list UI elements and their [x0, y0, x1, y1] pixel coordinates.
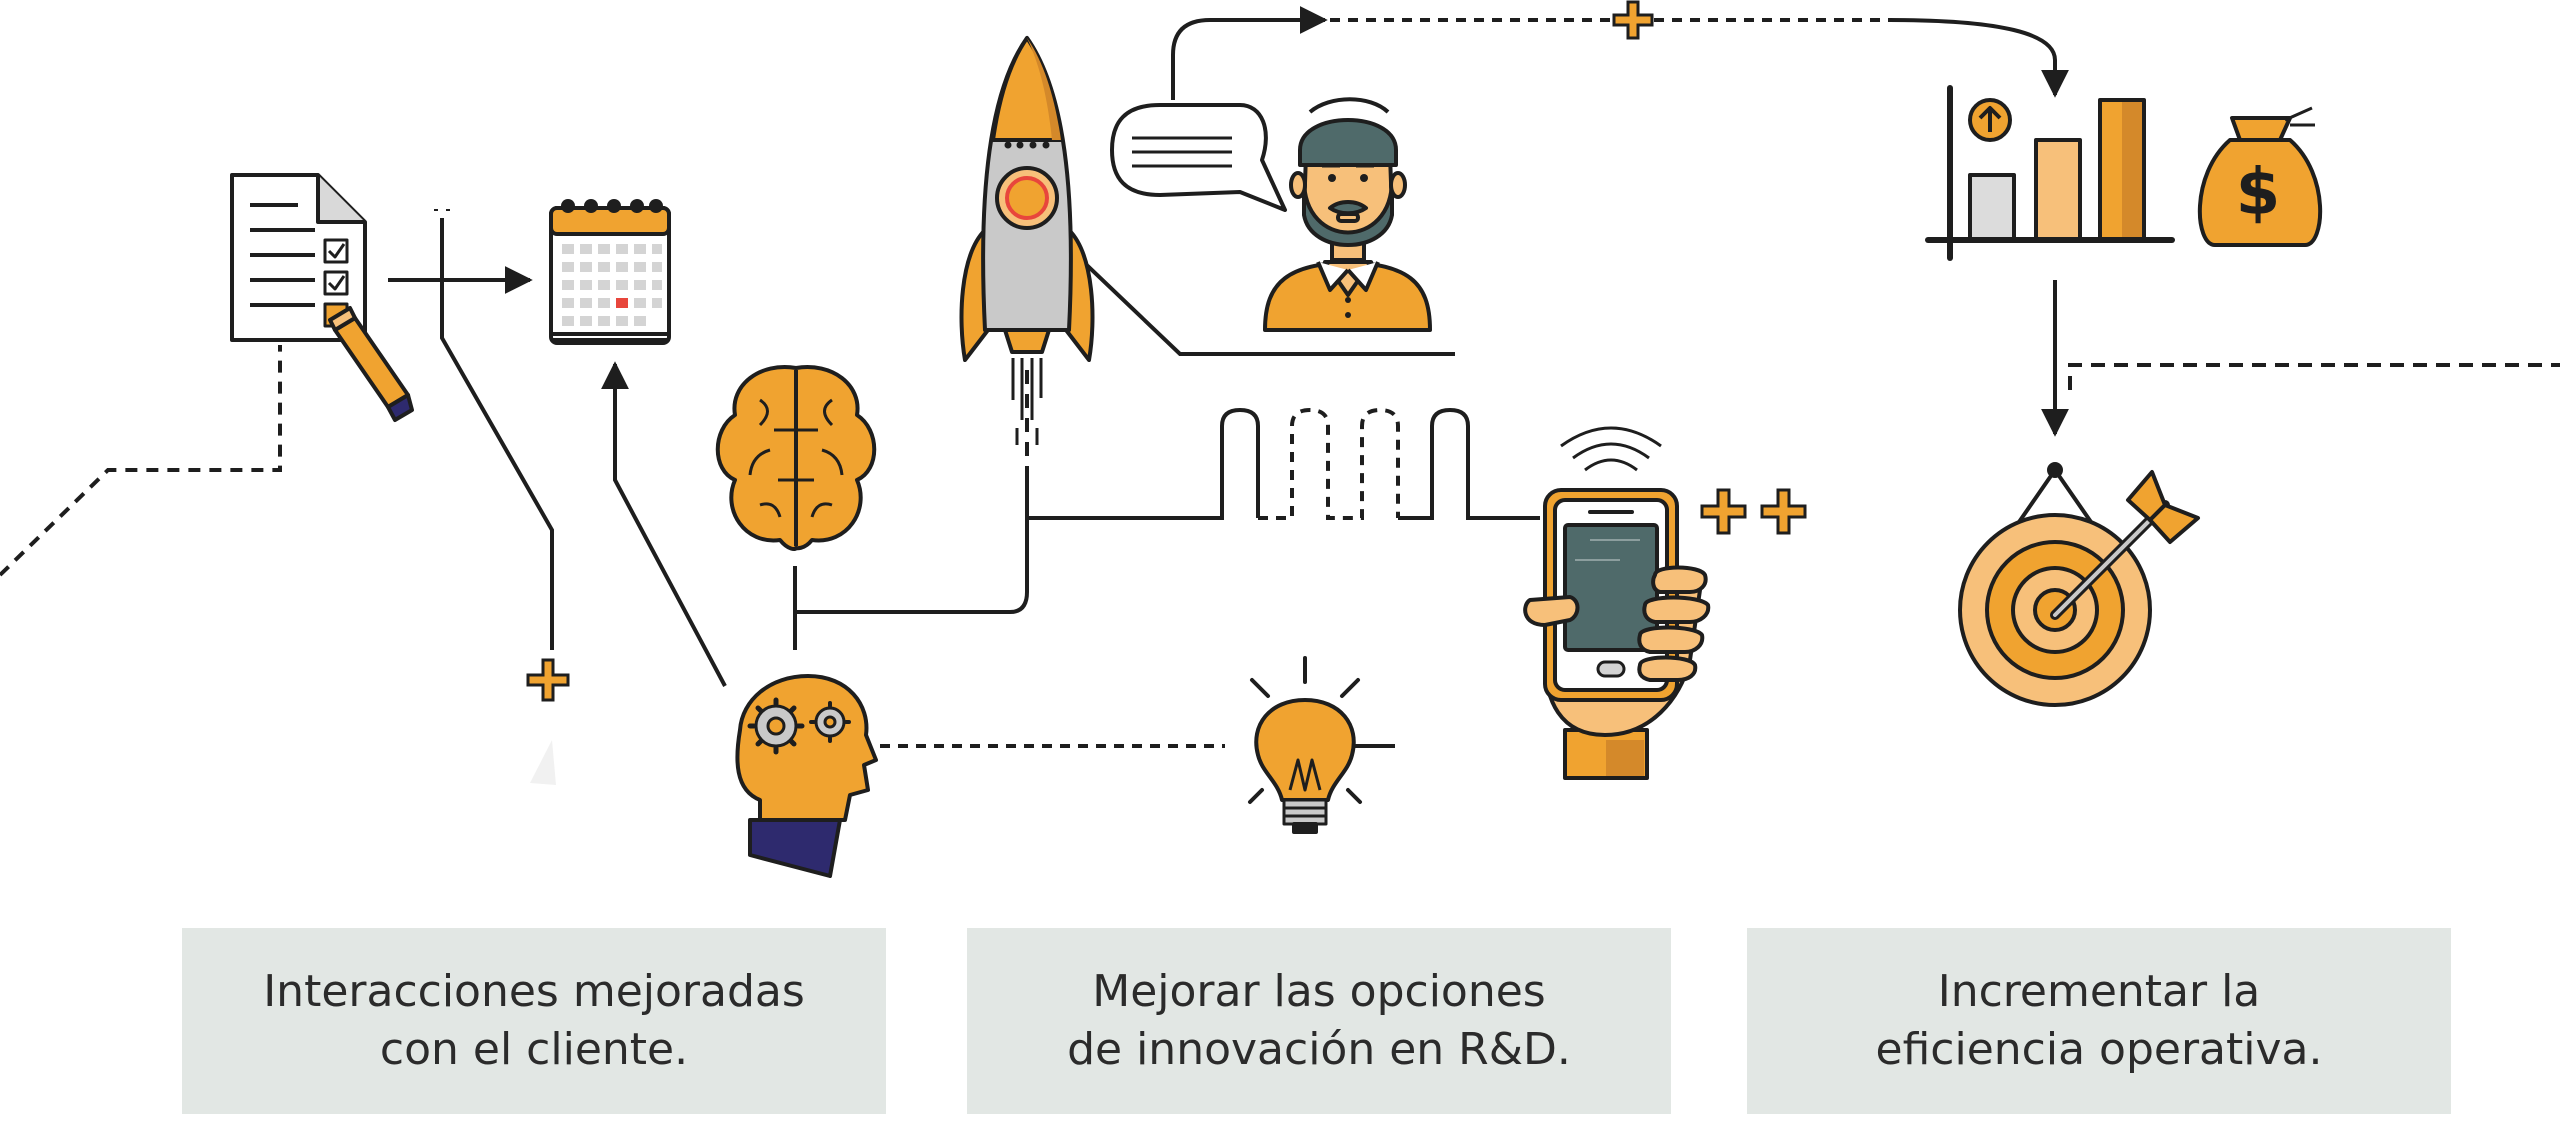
money-bag-icon: $ [2197, 106, 2323, 247]
document-checklist-icon [230, 173, 414, 422]
plus-icon-left [526, 658, 570, 702]
caption-innovation-rd: Mejorar las opciones de innovación en R&… [967, 928, 1671, 1114]
plus-icons-phone [1700, 488, 1807, 535]
dashed-connector-right [2068, 363, 2560, 390]
head-with-gears-icon [735, 674, 878, 878]
line-wave-dashed [1258, 407, 1400, 520]
smartphone-in-hand-icon [1523, 426, 1711, 780]
brain-icon [715, 365, 877, 551]
rocket-icon [959, 36, 1095, 445]
caption-customer-interactions: Interacciones mejoradas con el cliente. [182, 928, 886, 1114]
calendar-icon [549, 199, 671, 345]
line-wave-to-phone [1027, 407, 1260, 520]
line-cross [440, 218, 554, 650]
bearded-man-avatar [1263, 97, 1432, 332]
bar-chart-growth-icon [1925, 85, 2175, 261]
plus-icon-top [1612, 0, 1654, 40]
caption-1-line-1: Interacciones mejoradas [263, 966, 805, 1017]
arrow-head-to-calendar [601, 361, 727, 687]
caption-1-line-2: con el cliente. [379, 1024, 689, 1075]
caption-3-line-2: eficiencia operativa. [1875, 1024, 2323, 1075]
caption-3-line-1: Incrementar la [1937, 966, 2261, 1017]
line-brain-to-rocket [795, 470, 1029, 614]
arrow-top [1171, 6, 1328, 100]
target-with-arrow-icon [1958, 462, 2200, 707]
speech-bubble-icon [1110, 103, 1287, 212]
connectors [0, 6, 2560, 748]
caption-2-line-2: de innovación en R&D. [1067, 1024, 1571, 1075]
arrow-to-chart [1889, 18, 2069, 98]
caption-operational-efficiency: Incrementar la eficiencia operativa. [1747, 928, 2451, 1114]
line-wave-end [1398, 407, 1540, 520]
money-bag-symbol: $ [2236, 156, 2281, 230]
faded-mark [530, 740, 556, 785]
lightbulb-icon [1248, 656, 1362, 834]
line-rocket-to-person [1048, 228, 1455, 356]
caption-2-line-1: Mejorar las opciones [1092, 966, 1546, 1017]
dashed-connector-left [0, 345, 282, 577]
